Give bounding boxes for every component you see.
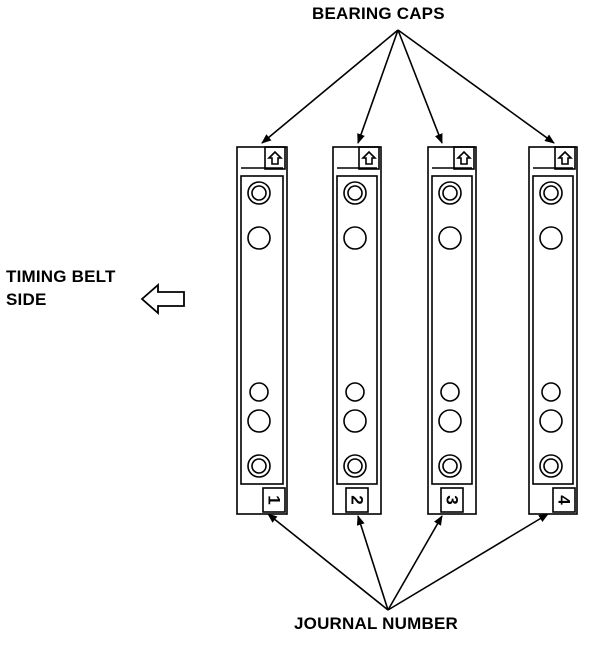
bolt-hole-inner bbox=[543, 185, 559, 201]
leader-journal-1 bbox=[267, 513, 389, 611]
bolt-hole-outer bbox=[343, 454, 367, 478]
bolt-hole-outer bbox=[438, 454, 462, 478]
cap-hole bbox=[247, 226, 271, 250]
leader-journal-2 bbox=[356, 515, 389, 611]
journal-number-tag bbox=[440, 487, 464, 513]
cap-body bbox=[528, 146, 578, 515]
bolt-hole-inner bbox=[442, 458, 458, 474]
bearing-cap-1: 1 bbox=[236, 146, 288, 515]
timing-belt-side-arrow-icon bbox=[140, 283, 185, 315]
cap-hole bbox=[438, 226, 462, 250]
journal-number-tag bbox=[262, 487, 286, 513]
cap-hole bbox=[539, 409, 563, 433]
cap-body bbox=[332, 146, 382, 515]
bolt-hole-inner bbox=[251, 458, 267, 474]
leader-cap-3 bbox=[397, 29, 443, 144]
journal-number-tag bbox=[552, 487, 576, 513]
journal-number-label: JOURNAL NUMBER bbox=[294, 614, 458, 633]
cap-face bbox=[431, 175, 473, 485]
journal-number-4: 4 bbox=[555, 495, 574, 505]
journal-number-leaders bbox=[267, 513, 549, 611]
journal-number-3: 3 bbox=[443, 495, 462, 504]
cap-hole bbox=[345, 382, 365, 402]
cap-hole bbox=[247, 409, 271, 433]
front-arrow-icon bbox=[557, 150, 573, 165]
journal-number-tag bbox=[345, 487, 369, 513]
front-arrow-icon bbox=[361, 150, 377, 165]
front-arrow-icon bbox=[456, 150, 472, 165]
cap-hole bbox=[438, 409, 462, 433]
cap-body bbox=[236, 146, 288, 515]
journal-number-1: 1 bbox=[265, 495, 284, 504]
bearing-cap-3: 3 bbox=[427, 146, 477, 515]
cap-hole bbox=[440, 382, 460, 402]
cap-hole bbox=[249, 382, 269, 402]
timing-belt-side-label-line1: TIMING BELT bbox=[6, 267, 116, 286]
bolt-hole-outer bbox=[247, 181, 271, 205]
cap-face bbox=[336, 175, 378, 485]
leader-cap-4 bbox=[397, 29, 555, 144]
cap-hole bbox=[343, 409, 367, 433]
cap-face bbox=[240, 175, 284, 485]
leader-journal-4 bbox=[387, 513, 549, 611]
cap-hole bbox=[539, 226, 563, 250]
bolt-hole-outer bbox=[539, 454, 563, 478]
cap-face bbox=[532, 175, 574, 485]
bolt-hole-outer bbox=[539, 181, 563, 205]
bolt-hole-inner bbox=[442, 185, 458, 201]
leader-journal-3 bbox=[387, 515, 443, 611]
bearing-cap-4: 4 bbox=[528, 146, 578, 515]
leader-cap-2 bbox=[357, 29, 399, 144]
bolt-hole-inner bbox=[251, 185, 267, 201]
bolt-hole-inner bbox=[347, 458, 363, 474]
arrow-mark-box bbox=[453, 146, 475, 170]
cap-hole bbox=[541, 382, 561, 402]
front-arrow-icon bbox=[267, 150, 283, 165]
bearing-caps-leaders bbox=[261, 29, 555, 144]
journal-number-2: 2 bbox=[348, 495, 367, 504]
arrow-mark-box bbox=[554, 146, 576, 170]
arrow-mark-box bbox=[358, 146, 380, 170]
timing-belt-side-label-line2: SIDE bbox=[6, 290, 47, 309]
bearing-caps-label: BEARING CAPS bbox=[312, 4, 445, 23]
bolt-hole-inner bbox=[347, 185, 363, 201]
arrow-mark-box bbox=[264, 146, 286, 170]
leader-cap-1 bbox=[261, 29, 399, 144]
bolt-hole-outer bbox=[343, 181, 367, 205]
cap-hole bbox=[343, 226, 367, 250]
bearing-cap-2: 2 bbox=[332, 146, 382, 515]
bolt-hole-inner bbox=[543, 458, 559, 474]
bolt-hole-outer bbox=[438, 181, 462, 205]
cap-body bbox=[427, 146, 477, 515]
bolt-hole-outer bbox=[247, 454, 271, 478]
